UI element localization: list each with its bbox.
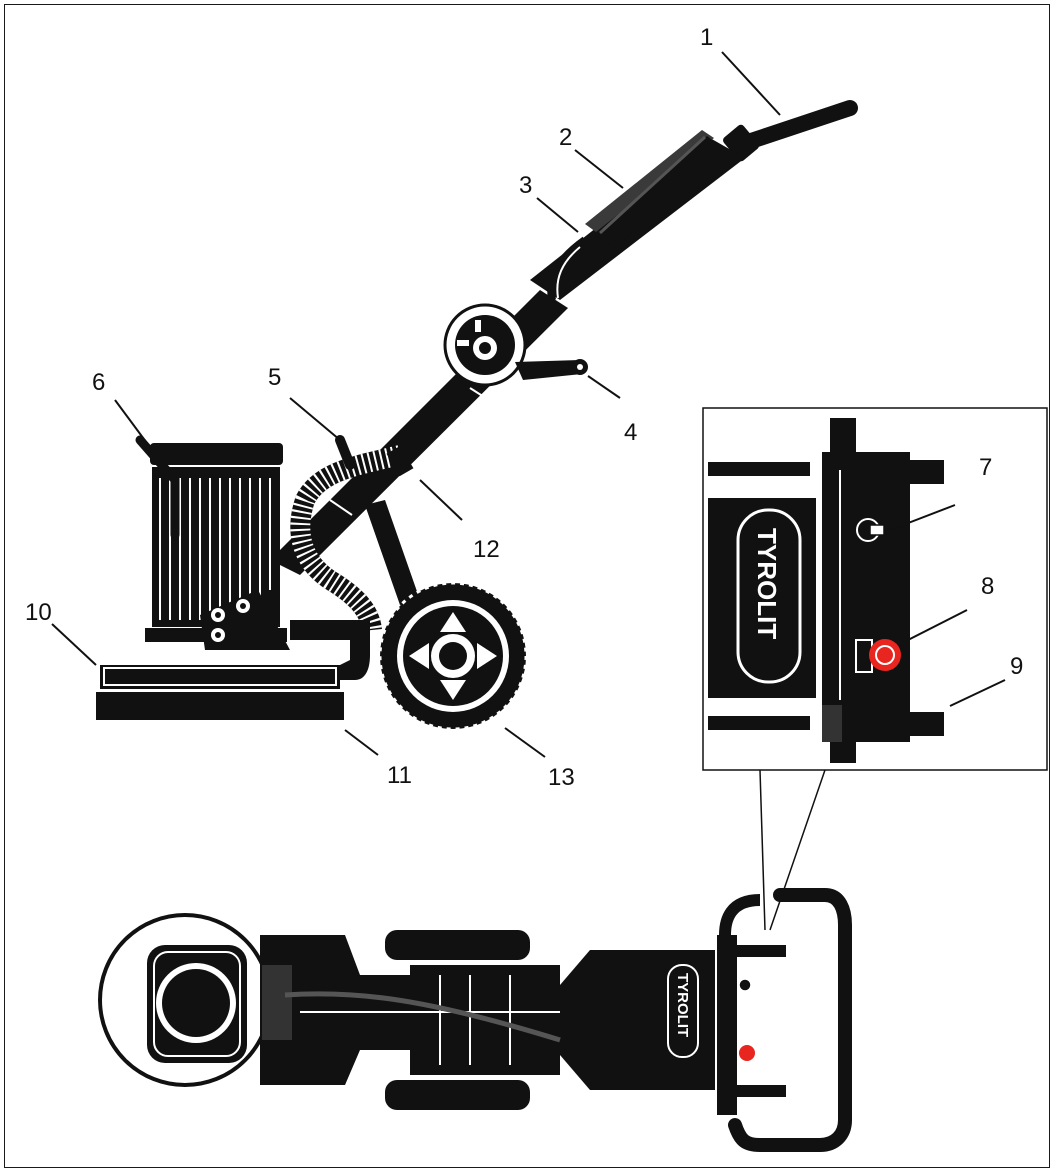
detail-inset: TYROLIT: [702, 407, 1048, 931]
adjust-lever: [515, 359, 588, 380]
callout-9: 9: [1010, 653, 1023, 680]
handle-top: [717, 888, 852, 1152]
brand-logo: TYROLIT: [736, 508, 802, 684]
wheel-icon: [378, 581, 528, 731]
callout-8: 8: [981, 573, 994, 600]
callout-4: 4: [624, 419, 637, 446]
mount-bracket: [200, 590, 370, 650]
handle-grip: [723, 100, 858, 162]
callout-5: 5: [268, 364, 281, 391]
brand-text-top: TYROLIT: [674, 973, 691, 1037]
callout-12: 12: [473, 536, 500, 563]
top-view: TYROLIT: [98, 888, 852, 1152]
wheel-strut: [365, 500, 420, 605]
brand-logo-top: TYROLIT: [667, 964, 699, 1058]
leader-lines: [51, 51, 781, 758]
callout-13: 13: [548, 764, 575, 791]
hose-icon: [290, 435, 414, 632]
callout-11: 11: [387, 762, 412, 789]
brand-text: TYROLIT: [752, 528, 782, 639]
callout-6: 6: [92, 369, 105, 396]
selector-button-icon: [856, 518, 885, 542]
side-view: [51, 51, 858, 758]
handle-tube: [530, 130, 745, 301]
emergency-stop-icon: [855, 639, 901, 673]
callout-labels: 1 2 3 4 5 6 7 8 9 10 11 12 13: [25, 24, 1023, 791]
callout-7: 7: [979, 454, 992, 481]
grinding-head: [96, 640, 370, 720]
callout-2: 2: [559, 124, 572, 151]
adjust-knob: [443, 303, 527, 387]
callout-1: 1: [700, 24, 713, 51]
callout-3: 3: [519, 172, 532, 199]
callout-10: 10: [25, 599, 52, 626]
